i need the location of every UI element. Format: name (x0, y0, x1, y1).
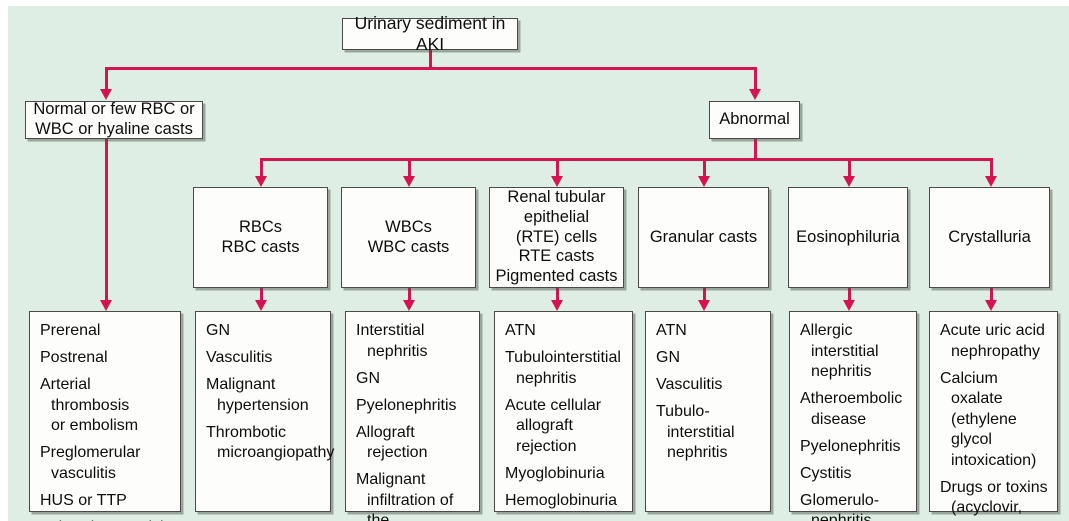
node-rbcs[interactable]: RBCs RBC casts (193, 187, 328, 288)
arrow-to-eosinophiluria (842, 176, 855, 187)
list-item: Prerenal (40, 322, 101, 339)
node-eosinophiluria[interactable]: Eosinophiluria (788, 187, 908, 288)
connector-to-rbcs (260, 158, 263, 178)
list-item: ATN (505, 322, 536, 339)
list-item: Calcium oxalate (ethylene glycol intoxic… (940, 369, 1037, 469)
connector-crystalluria-to-causes (990, 288, 993, 302)
node-wbcs[interactable]: WBCs WBC casts (341, 187, 476, 288)
list-item: Vasculitis (206, 349, 273, 367)
connector-granular-to-causes (703, 288, 706, 302)
list-item: Glomerulo- nephritis (800, 491, 880, 521)
list-item: Acute uric acid nephropathy (940, 322, 1045, 360)
list-item: Atheroembolic disease (800, 390, 903, 428)
list-item: Malignant hypertension (206, 376, 309, 414)
connector-root-stem (429, 50, 432, 69)
list-item: Cystitis (800, 464, 852, 482)
node-granular-label: Granular casts (649, 227, 758, 246)
arrow-to-abnormal (748, 89, 761, 100)
list-item: Pyelonephritis (800, 437, 901, 455)
list-item: Tubulointerstitial nephritis (505, 349, 621, 387)
node-eosinophiluria-label: Eosinophiluria (796, 227, 900, 246)
connector-to-granular (703, 158, 706, 178)
list-item: Hemoglobinuria (505, 491, 618, 509)
arrow-to-crystalluria (984, 176, 997, 187)
connector-abnormal-stem (754, 138, 757, 159)
connector-to-crystalluria (990, 158, 993, 178)
list-item: Scleroderma crisis (40, 518, 172, 521)
arrow-crystalluria-to-causes (984, 300, 997, 311)
list-item: GN (206, 322, 230, 339)
node-root[interactable]: Urinary sediment in AKI (342, 13, 518, 54)
connector-wbcs-to-causes (408, 288, 411, 302)
list-item: Acute cellular allograft rejection (505, 396, 602, 455)
node-rbcs-label: RBCs RBC casts (221, 217, 300, 256)
arrow-to-rbcs (254, 176, 267, 187)
list-item: HUS or TTP (40, 491, 127, 509)
node-crystalluria[interactable]: Crystalluria (929, 187, 1050, 288)
list-item: Postrenal (40, 349, 108, 367)
list-item: Allograft rejection (356, 423, 428, 462)
arrow-to-wbcs (402, 176, 415, 187)
list-item: Interstitial nephritis (356, 322, 428, 360)
arrow-rbcs-to-causes (254, 300, 267, 311)
arrow-rte-to-causes (550, 300, 563, 311)
list-item: GN (656, 349, 680, 367)
connector-level1-bus (105, 67, 757, 70)
arrow-to-rte (550, 176, 563, 187)
connector-to-eosinophiluria (848, 158, 851, 178)
connector-category-bus (260, 158, 993, 161)
list-item: ATN (656, 322, 687, 339)
connector-to-abnormal (754, 67, 757, 91)
list-item: Allergic interstitial nephritis (800, 322, 879, 381)
list-item: Preglomerular vasculitis (40, 444, 141, 482)
list-item: GN (356, 369, 380, 387)
list-item: Pyelonephritis (356, 396, 457, 414)
connector-rte-to-causes (556, 288, 559, 302)
node-normal[interactable]: Normal or few RBC or WBC or hyaline cast… (25, 100, 203, 139)
node-rte[interactable]: Renal tubular epithelial (RTE) cells RTE… (489, 187, 624, 288)
connector-rbcs-to-causes (260, 288, 263, 302)
arrow-granular-to-causes (697, 300, 710, 311)
connector-to-wbcs (408, 158, 411, 178)
connector-normal-to-causes (105, 138, 108, 302)
arrow-eosinophiluria-to-causes (842, 300, 855, 311)
arrow-normal-to-causes (99, 300, 112, 311)
list-item: Arterial thrombosis or embolism (40, 376, 139, 435)
node-granular[interactable]: Granular casts (638, 187, 769, 288)
node-abnormal[interactable]: Abnormal (709, 101, 800, 139)
node-wbcs-label: WBCs WBC casts (367, 217, 450, 256)
node-root-label: Urinary sediment in AKI (354, 13, 506, 54)
list-item: Tubulo- interstitial nephritis (656, 403, 735, 462)
node-normal-label: Normal or few RBC or WBC or hyaline cast… (33, 100, 195, 138)
list-item: Drugs or toxins (acyclovir, indinavir, s… (940, 478, 1048, 521)
arrow-to-granular (697, 176, 710, 187)
node-rte-label: Renal tubular epithelial (RTE) cells RTE… (495, 188, 618, 286)
node-abnormal-label: Abnormal (719, 110, 790, 129)
connector-eosinophiluria-to-causes (848, 288, 851, 302)
arrow-wbcs-to-causes (402, 300, 415, 311)
list-item: Vasculitis (656, 376, 723, 394)
connector-to-rte (556, 158, 559, 178)
list-item: Myoglobinuria (505, 464, 605, 482)
node-crystalluria-label: Crystalluria (948, 227, 1031, 246)
list-item: Thrombotic microangiopathy (206, 423, 335, 462)
connector-to-normal (105, 67, 108, 91)
arrow-to-normal (99, 89, 112, 100)
list-item: Malignant infiltration of the kidney (356, 471, 454, 521)
